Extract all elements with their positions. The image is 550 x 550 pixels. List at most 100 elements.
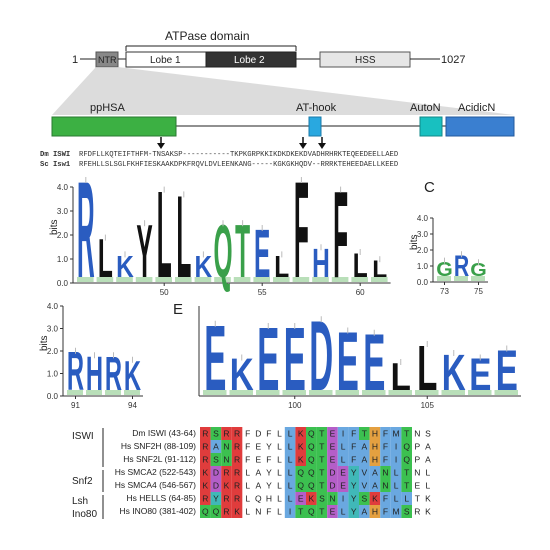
- logo-minor-stack: [309, 390, 333, 395]
- alignment-labels: ISWI Snf2 Lsh Ino80: [72, 428, 104, 520]
- alignment-cell: [284, 453, 296, 466]
- alignment-residue: K: [308, 494, 314, 504]
- alignment-cell: [412, 505, 423, 518]
- alignment-cell: [253, 427, 264, 440]
- alignment-residue: K: [372, 494, 378, 504]
- alignment-cell: [316, 466, 328, 479]
- alignment-residue: F: [245, 429, 250, 439]
- pphsa-title: ppHSA: [90, 102, 126, 114]
- alignment-residue: A: [425, 455, 431, 465]
- logo-letter: G: [470, 260, 487, 280]
- alignment-cell: [327, 427, 338, 440]
- ytick-label: 4.0: [57, 183, 69, 192]
- alignment-cell: [284, 505, 296, 518]
- alignment-cell: [231, 466, 243, 479]
- logo-letter: G: [436, 258, 453, 281]
- alignment-residue: Y: [266, 481, 272, 491]
- athook-title: AT-hook: [296, 102, 337, 114]
- alignment-cell: [306, 440, 317, 453]
- logo-minor-stack: [253, 277, 270, 282]
- alignment-residue: F: [383, 494, 388, 504]
- alignment-cell: [221, 427, 232, 440]
- alignment-residue: A: [372, 468, 378, 478]
- logo-minor-stack: [116, 277, 133, 282]
- ytick-label: 0.0: [417, 278, 429, 287]
- alignment-residue: Q: [403, 455, 410, 465]
- alignment-cell: [359, 492, 370, 505]
- logo-letter: Y: [136, 208, 152, 293]
- alignment-residue: F: [351, 442, 356, 452]
- alignment-cell: [263, 466, 275, 479]
- auton-title: AutoN: [410, 102, 441, 114]
- logo-letter: R: [77, 153, 95, 306]
- alignment-residue: R: [223, 429, 229, 439]
- alignment-cell: [359, 427, 370, 440]
- alignment-cell: [327, 440, 338, 453]
- alignment-cell: [348, 453, 359, 466]
- alignment-cell: [369, 440, 381, 453]
- alignment-residue: L: [288, 468, 293, 478]
- alignment-cell: [210, 479, 222, 492]
- alignment-cell: [295, 479, 306, 492]
- alignment-cell: [253, 479, 264, 492]
- logo-minor-stack: [454, 276, 468, 281]
- alignment-cell: [316, 492, 328, 505]
- alignment-residue: N: [382, 481, 388, 491]
- alignment-residue: Y: [351, 468, 357, 478]
- y-axis-label: bits: [49, 219, 60, 235]
- alignment-cell: [348, 440, 359, 453]
- logo-minor-stack: [233, 277, 251, 282]
- alignment-cell: [422, 427, 434, 440]
- x-tick-label: 73: [440, 287, 449, 296]
- alignment-residue: Q: [308, 442, 315, 452]
- alignment-cell: [274, 479, 285, 492]
- alignment-cell: [422, 440, 434, 453]
- alignment-residue: T: [319, 455, 324, 465]
- alignment-residue: T: [404, 429, 409, 439]
- alignment-residue: R: [234, 481, 240, 491]
- alignment-residue: N: [255, 507, 261, 517]
- alignment-residue: I: [342, 429, 344, 439]
- alignment-residue: R: [234, 455, 240, 465]
- alignment-cell: [422, 466, 434, 479]
- alignment-residue: Q: [403, 442, 410, 452]
- hss-label: HSS: [355, 55, 376, 66]
- alignment-residue: S: [404, 507, 410, 517]
- alignment-cell: [390, 427, 402, 440]
- logo-minor-stack: [135, 277, 153, 282]
- ytick-label: 1.0: [57, 255, 69, 264]
- logo-minor-stack: [292, 277, 310, 282]
- logo-minor-stack: [331, 277, 349, 282]
- alignment-cell: [369, 466, 381, 479]
- panel-label-c: C: [424, 179, 435, 196]
- logo-minor-stack: [96, 277, 114, 282]
- alignment-residue: F: [245, 455, 250, 465]
- alignment-residue: T: [404, 481, 409, 491]
- alignment-cell: [284, 479, 296, 492]
- alignment-cell: [231, 440, 243, 453]
- alignment-residue: A: [255, 468, 261, 478]
- alignment-residue: T: [298, 507, 303, 517]
- logo-letter: K: [124, 353, 141, 400]
- logo-letter: L: [372, 256, 387, 283]
- alignment-residue: R: [234, 442, 240, 452]
- alignment-residue: T: [319, 468, 324, 478]
- alignment-residue: E: [330, 429, 336, 439]
- logo-letter: L: [176, 172, 191, 302]
- alignment-cell: [242, 466, 253, 479]
- logo-letter: H: [86, 348, 103, 401]
- alignment-residue: A: [425, 442, 431, 452]
- logo-letter: K: [442, 345, 466, 402]
- alignment-residue: Q: [297, 468, 304, 478]
- lobe1-label: Lobe 1: [150, 55, 181, 66]
- alignment-cell: [200, 427, 211, 440]
- alignment-residue: Y: [213, 494, 219, 504]
- logo-letter: E: [337, 315, 359, 408]
- alignment-cell: [369, 505, 381, 518]
- alignment-residue: R: [202, 494, 208, 504]
- alignment-residue: N: [223, 455, 229, 465]
- alignment-residue: S: [213, 455, 219, 465]
- alignment-cell: [316, 479, 328, 492]
- alignment-residue: K: [202, 468, 208, 478]
- alignment-cell: [422, 453, 434, 466]
